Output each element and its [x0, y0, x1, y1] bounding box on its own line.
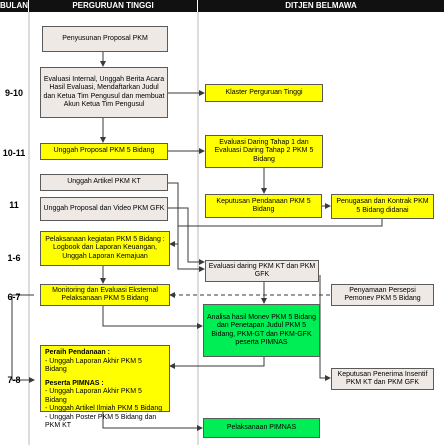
month-label-6: 7-8	[7, 375, 21, 385]
box-penugasan-kontrak: Penugasan dan Kontrak PKM 5 Bidang didan…	[331, 194, 434, 219]
box-pelaksanaan-kegiatan: Pelaksanaan kegiatan PKM 5 Bidang : Logb…	[40, 231, 170, 266]
box-klaster-pt: Klaster Perguruan Tinggi	[205, 84, 323, 102]
peserta-item-3: - Unggah Poster PKM 5 Bidang dan PKM KT	[45, 413, 157, 430]
box-evaluasi-internal: Evaluasi Internal, Unggah Berita Acara H…	[40, 67, 168, 118]
month-label-5: 6-7	[7, 292, 21, 302]
box-unggah-proposal: Unggah Proposal PKM 5 Bidang	[40, 143, 168, 160]
arrow-penugasan-pelaksanaan	[169, 219, 383, 247]
arrow-video-evaluasi-kt	[168, 207, 205, 265]
arrow-artikel-evaluasi-kt	[168, 182, 205, 272]
header-ditjen-belmawa: DITJEN BELMAWA	[198, 0, 444, 12]
month-label-2: 10-11	[2, 148, 26, 158]
box-evaluasi-daring-kt-gfk: Evaluasi daring PKM KT dan PKM GFK	[205, 260, 319, 282]
box-unggah-video-gfk: Unggah Proposal dan Video PKM GFK	[40, 197, 168, 221]
box-unggah-artikel-kt: Unggah Artikel PKM KT	[40, 174, 168, 191]
arrow-monev-analisa	[102, 306, 203, 329]
box-penyusunan-proposal: Penyusunan Proposal PKM	[42, 26, 168, 52]
peserta-item-2: - Unggah Artikel Ilmiah PKM 5 Bidang	[45, 405, 163, 412]
box-keputusan-pendanaan: Keputusan Pendanaan PKM 5 Bidang	[205, 194, 322, 218]
header-bulan: BULAN	[0, 0, 29, 12]
header-perguruan-tinggi: PERGURUAN TINGGI	[29, 0, 198, 12]
month-label-4: 1-6	[7, 253, 21, 263]
box-keputusan-insentif: Keputusan Penerima Insentif PKM KT dan P…	[331, 368, 434, 390]
arrow-monev-peserta	[11, 294, 35, 383]
peserta-item-1: - Unggah Laporan Akhir PKM 5 Bidang	[45, 388, 142, 404]
arrow-peserta-pimnas	[102, 412, 203, 431]
box-laporan-pimnas: Peraih Pendanaan : - Unggah Laporan Akhi…	[40, 345, 170, 429]
month-label-3: 11	[9, 200, 19, 210]
box-penyamaan-persepsi: Penyamaan Persepsi Pemonev PKM 5 Bidang	[331, 284, 434, 306]
peraih-title: Peraih Pendanaan :	[45, 349, 110, 356]
box-analisa-monev: Analisa hasil Monev PKM 5 Bidang dan Pen…	[203, 304, 320, 357]
box-evaluasi-daring-tahap: Evaluasi Daring Tahap 1 dan Evaluasi Dar…	[205, 135, 323, 168]
peraih-item-1: - Unggah Laporan Akhir PKM 5 Bidang	[45, 357, 142, 374]
box-pelaksanaan-pimnas: Pelaksanaan PIMNAS	[203, 418, 320, 438]
arrow-analisa-peraih	[169, 357, 265, 369]
arrow-kt-insentif	[319, 275, 331, 381]
peserta-title: Peserta PIMNAS :	[45, 379, 104, 387]
box-monev-eksternal: Monitoring dan Evaluasi Eksternal Pelaks…	[40, 284, 170, 306]
month-label-1: 9-10	[4, 88, 23, 98]
